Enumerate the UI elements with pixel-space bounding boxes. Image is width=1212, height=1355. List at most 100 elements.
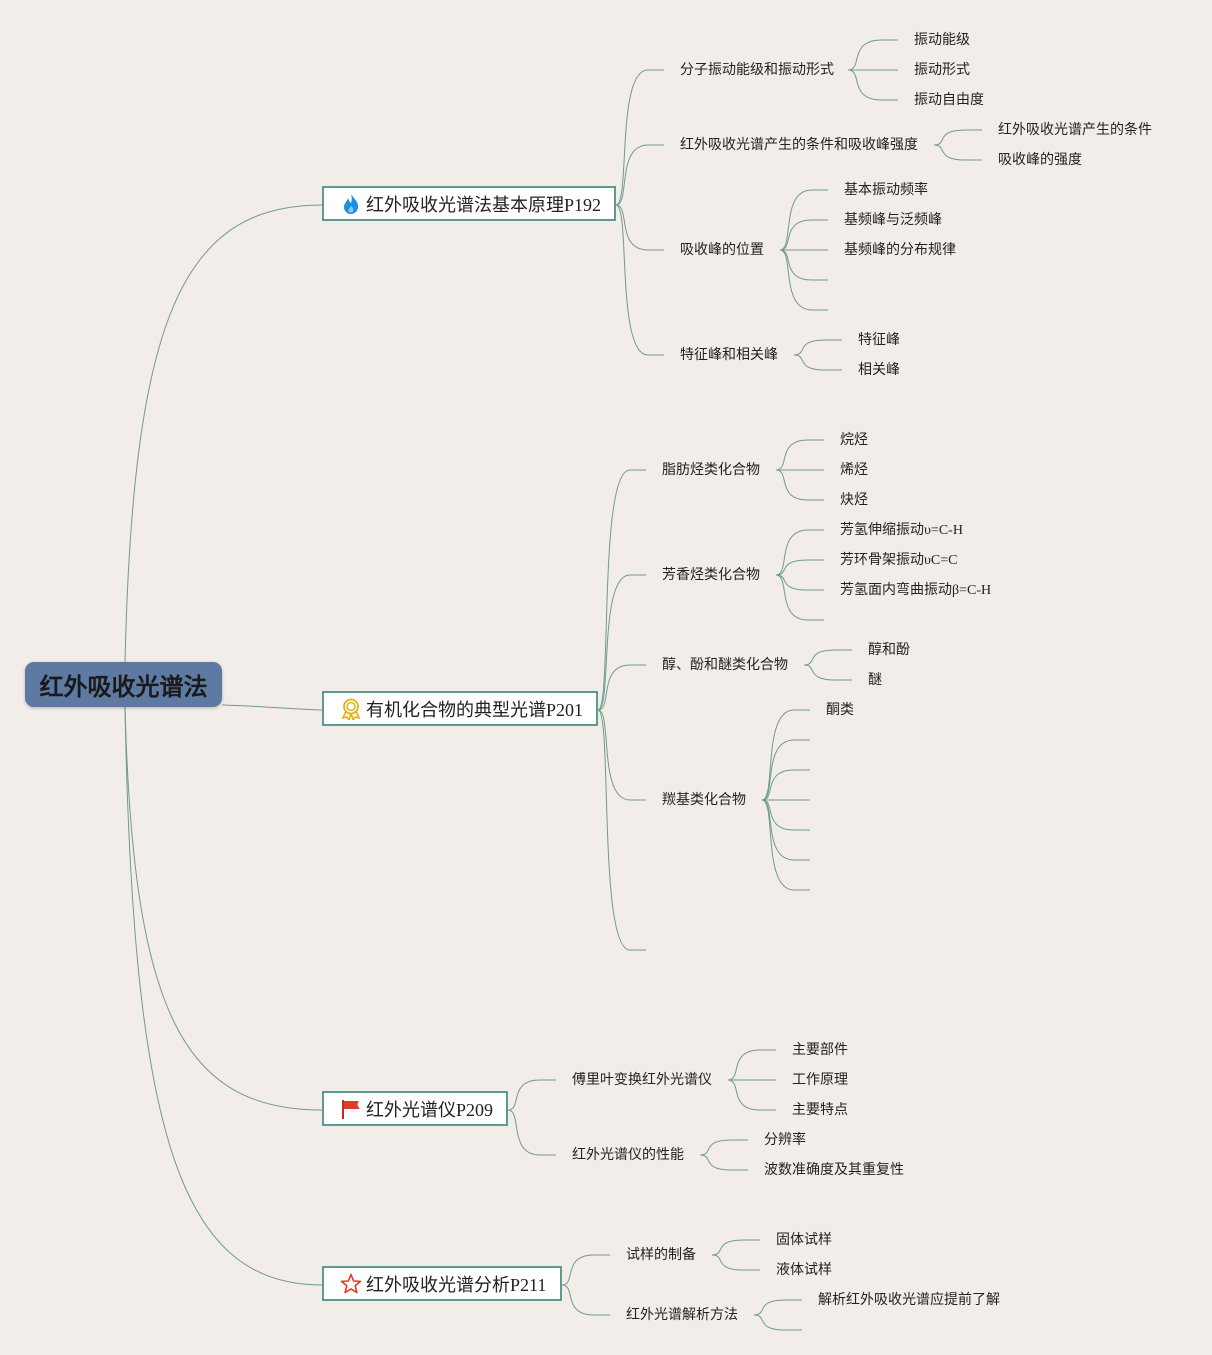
topic-label[interactable]: 特征峰和相关峰 — [680, 348, 778, 363]
leaf-label[interactable]: 基频峰的分布规律 — [844, 243, 956, 258]
leaf-connector — [779, 219, 828, 251]
topic-label[interactable]: 羰基类化合物 — [662, 793, 746, 808]
topic-label[interactable]: 红外光谱仪的性能 — [572, 1148, 684, 1163]
leaf-connector — [793, 339, 842, 356]
topic-connector — [597, 664, 646, 711]
leaf-connector — [775, 439, 824, 471]
leaf-label[interactable]: 振动自由度 — [914, 93, 984, 108]
leaf-connector — [699, 1154, 748, 1171]
topic-connector — [615, 204, 664, 356]
leaf-connector — [779, 249, 828, 311]
leaf-label[interactable]: 烯烃 — [840, 463, 868, 478]
leaf-label[interactable]: 主要特点 — [792, 1103, 848, 1118]
leaf-connector — [803, 649, 852, 666]
leaf-label[interactable]: 振动形式 — [914, 63, 970, 78]
root-connector-line — [124, 204, 323, 663]
leaf-connector — [933, 129, 982, 146]
leaf-connector — [847, 69, 898, 101]
topic-connector — [561, 1254, 610, 1286]
leaf-connector — [847, 39, 898, 71]
leaf-connector — [779, 249, 828, 281]
branch-title: 红外光谱仪P209 — [366, 1099, 494, 1120]
leaf-connector — [933, 144, 982, 161]
leaf-label[interactable]: 芳氢面内弯曲振动β=C-H — [840, 583, 992, 598]
topic-connector — [597, 709, 646, 801]
topic-label[interactable]: 红外吸收光谱产生的条件和吸收峰强度 — [680, 138, 918, 153]
leaf-label[interactable]: 振动能级 — [914, 33, 970, 48]
leaf-connector — [775, 574, 824, 591]
topic-connector — [597, 709, 646, 951]
leaf-connector — [761, 769, 810, 801]
leaf-label[interactable]: 相关峰 — [858, 363, 900, 378]
topic-connector — [507, 1109, 556, 1156]
leaf-connector — [727, 1079, 776, 1111]
leaf-connector — [711, 1239, 760, 1256]
leaf-connector — [761, 709, 810, 801]
leaf-connector — [753, 1314, 802, 1331]
branch-title: 红外吸收光谱法基本原理P192 — [366, 194, 602, 215]
leaf-label[interactable]: 酮类 — [826, 703, 854, 718]
leaf-label[interactable]: 醇和酚 — [868, 643, 910, 658]
leaf-label[interactable]: 波数准确度及其重复性 — [764, 1163, 904, 1178]
leaf-label[interactable]: 固体试样 — [776, 1233, 832, 1248]
leaf-label[interactable]: 基频峰与泛频峰 — [844, 213, 942, 228]
topic-connector — [615, 69, 664, 206]
leaf-connector — [775, 559, 824, 576]
award-medal-icon — [340, 698, 362, 720]
topic-connector — [597, 574, 646, 711]
leaf-connector — [727, 1049, 776, 1081]
leaf-label[interactable]: 主要部件 — [792, 1043, 848, 1058]
star-outline-icon — [340, 1273, 362, 1295]
root-connector-line — [124, 706, 323, 1111]
leaf-label[interactable]: 红外吸收光谱产生的条件 — [998, 123, 1152, 138]
leaf-label[interactable]: 工作原理 — [792, 1073, 848, 1088]
topic-connector — [615, 144, 664, 206]
leaf-connector — [753, 1299, 802, 1316]
branch-spectral-analysis[interactable]: 红外吸收光谱分析P211 — [322, 1266, 562, 1301]
topic-connector — [561, 1284, 610, 1316]
leaf-connector — [803, 664, 852, 681]
leaf-label[interactable]: 特征峰 — [858, 333, 900, 348]
topic-label[interactable]: 傅里叶变换红外光谱仪 — [572, 1073, 712, 1088]
root-node[interactable]: 红外吸收光谱法 — [25, 662, 222, 707]
branch-basic-principles[interactable]: 红外吸收光谱法基本原理P192 — [322, 186, 616, 221]
leaf-connector — [779, 189, 828, 251]
leaf-connector — [761, 799, 810, 891]
red-flag-icon — [340, 1098, 362, 1120]
leaf-label[interactable]: 解析红外吸收光谱应提前了解 — [818, 1293, 1000, 1308]
leaf-label[interactable]: 芳氢伸缩振动υ=C-H — [840, 523, 963, 538]
topic-label[interactable]: 红外光谱解析方法 — [626, 1308, 738, 1323]
leaf-label[interactable]: 醚 — [868, 673, 882, 688]
topic-connector — [615, 204, 664, 251]
leaf-connector — [775, 529, 824, 576]
topic-label[interactable]: 脂肪烃类化合物 — [662, 463, 760, 478]
leaf-connector — [793, 354, 842, 371]
leaf-label[interactable]: 液体试样 — [776, 1263, 832, 1278]
leaf-label[interactable]: 吸收峰的强度 — [998, 153, 1082, 168]
topic-label[interactable]: 试样的制备 — [626, 1248, 696, 1263]
topic-label[interactable]: 醇、酚和醚类化合物 — [662, 658, 788, 673]
branch-typical-spectra[interactable]: 有机化合物的典型光谱P201 — [322, 691, 598, 726]
topic-label[interactable]: 芳香烃类化合物 — [662, 568, 760, 583]
leaf-connector — [775, 574, 824, 621]
root-connector-line — [221, 704, 323, 711]
leaf-label[interactable]: 烷烃 — [840, 433, 868, 448]
topic-connector — [597, 469, 646, 711]
topic-label[interactable]: 分子振动能级和振动形式 — [680, 63, 834, 78]
leaf-label[interactable]: 芳环骨架振动υC=C — [840, 553, 958, 568]
root-title: 红外吸收光谱法 — [39, 673, 208, 701]
leaf-connector — [761, 799, 810, 831]
flame-icon — [340, 193, 362, 215]
branch-spectrometer[interactable]: 红外光谱仪P209 — [322, 1091, 508, 1126]
root-connector-line — [124, 706, 323, 1286]
leaf-label[interactable]: 基本振动频率 — [844, 183, 928, 198]
branch-title: 红外吸收光谱分析P211 — [366, 1274, 547, 1295]
leaf-connector — [711, 1254, 760, 1271]
topic-label[interactable]: 吸收峰的位置 — [680, 243, 764, 258]
leaf-label[interactable]: 分辨率 — [764, 1133, 806, 1148]
leaf-connector — [699, 1139, 748, 1156]
leaf-connector — [761, 739, 810, 801]
leaf-label[interactable]: 炔烃 — [840, 493, 868, 508]
branch-title: 有机化合物的典型光谱P201 — [366, 699, 584, 720]
